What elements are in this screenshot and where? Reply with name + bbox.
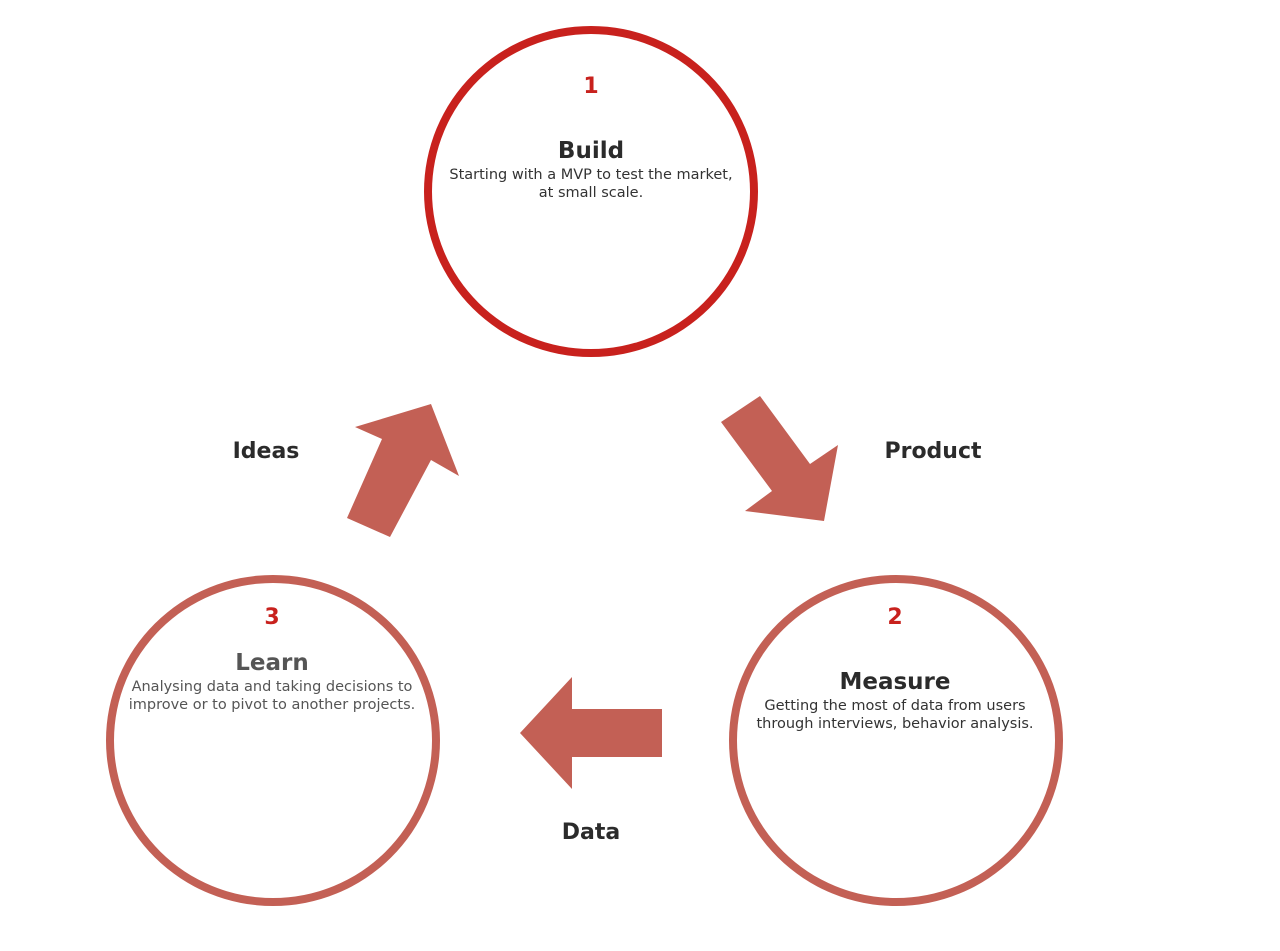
arrow-up-right-icon — [347, 404, 459, 537]
flow-label-product: Product — [884, 439, 982, 464]
measure-circle — [729, 575, 1063, 906]
step-number-build: 1 — [583, 74, 599, 99]
step-number-measure: 2 — [887, 605, 903, 630]
step-title-build: Build — [557, 138, 625, 164]
build-circle — [424, 26, 758, 357]
flow-label-ideas: Ideas — [232, 439, 300, 464]
step-description-learn: Analysing data and taking decisions to i… — [128, 679, 416, 713]
flow-label-data: Data — [561, 820, 621, 845]
step-description-measure: Getting the most of data from users thro… — [756, 698, 1034, 732]
step-title-learn: Learn — [235, 650, 309, 676]
arrow-left-icon — [520, 677, 662, 789]
learn-circle — [106, 575, 440, 906]
step-description-build: Starting with a MVP to test the market, … — [449, 167, 733, 201]
step-title-measure: Measure — [839, 669, 951, 695]
step-number-learn: 3 — [264, 605, 280, 630]
arrow-down-right-icon — [721, 396, 838, 521]
